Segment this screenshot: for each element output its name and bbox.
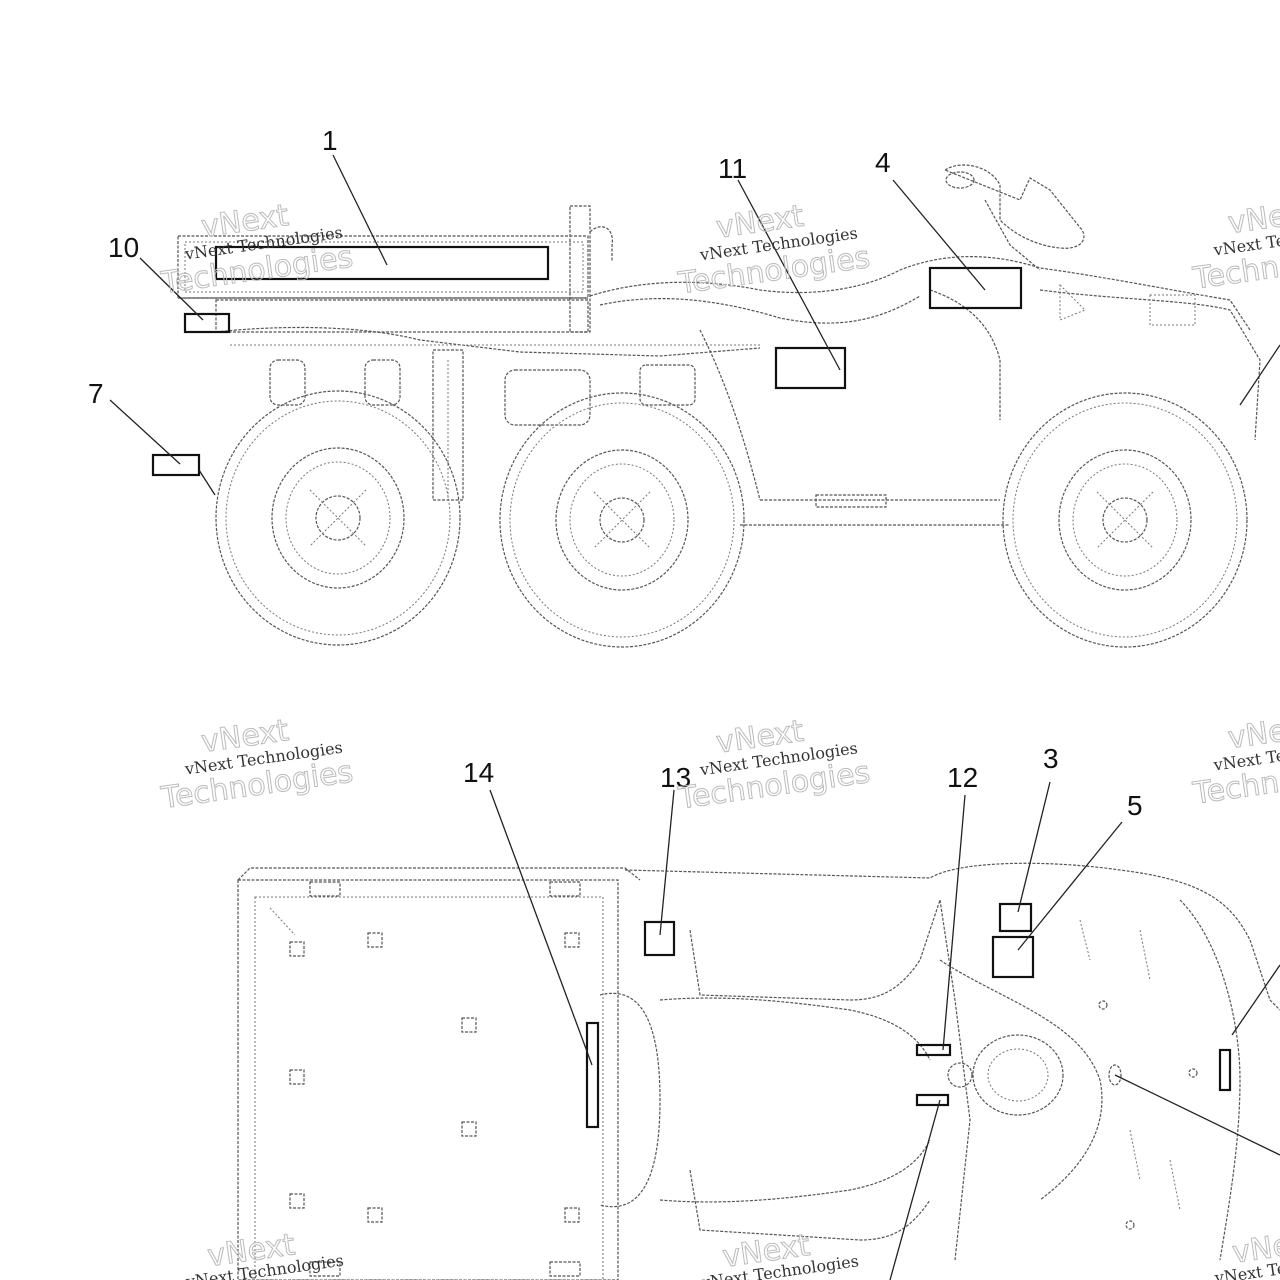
- watermark-top-right: vNext Technologies vNext Technologies: [1190, 194, 1280, 297]
- leader-13: [659, 789, 675, 936]
- engine-components-side: [269, 349, 696, 501]
- leader-3: [1017, 781, 1051, 913]
- leader-7-tail: [198, 469, 216, 496]
- watermark-top-center: vNext Technologies vNext Technologies: [675, 198, 873, 302]
- decal-13-box: [643, 920, 676, 957]
- leader-14: [489, 789, 593, 1066]
- watermark-mid-right: vNext Technologies vNext Technologies: [1190, 709, 1280, 812]
- leader-1: [332, 154, 388, 266]
- handlebar-side: [943, 164, 1085, 271]
- wheel-side-front: [1002, 392, 1248, 648]
- leader-11: [737, 179, 841, 371]
- wheel-side-rear-1: [215, 390, 461, 646]
- frame-side: [215, 256, 1261, 526]
- leader-edge-right-top: [1239, 344, 1280, 406]
- decal-12-box-a: [915, 1043, 952, 1057]
- leader-7: [109, 399, 181, 465]
- watermark-bottom-left: vNext vNext Technologies: [184, 1227, 345, 1280]
- callout-5: 5: [1127, 790, 1143, 821]
- watermark-bottom-right: vNext vNext Technologies: [1213, 1223, 1280, 1280]
- leader-edge-right-low: [1114, 1074, 1280, 1156]
- decal-12-box-b: [915, 1093, 950, 1107]
- top-view-vehicle: [237, 862, 1280, 1280]
- decal-7-box: [151, 453, 201, 477]
- decal-3-box: [998, 902, 1033, 933]
- watermark-mid-left: vNext Technologies vNext Technologies: [158, 713, 356, 817]
- callout-4: 4: [875, 147, 891, 178]
- callout-11: 11: [718, 153, 747, 184]
- leader-12-a: [942, 794, 966, 1051]
- callout-7: 7: [88, 378, 104, 409]
- leader-12-b: [889, 1099, 941, 1280]
- body-top: [599, 862, 1280, 1261]
- callout-10: 10: [108, 232, 139, 263]
- leader-edge-right-mid: [1231, 964, 1280, 1036]
- decal-edge-right-box: [1218, 1048, 1232, 1092]
- wheel-side-rear-2: [499, 392, 745, 648]
- callout-3: 3: [1043, 743, 1059, 774]
- cargo-box-side: [177, 205, 613, 333]
- side-view-vehicle: [177, 164, 1261, 648]
- cargo-bed-top: [237, 867, 641, 1280]
- decal-1-box: [214, 245, 550, 281]
- callout-12: 12: [947, 762, 978, 793]
- watermark-bottom-center: vNext vNext Technologies: [699, 1227, 860, 1280]
- decal-14-box: [585, 1021, 600, 1129]
- callout-1: 1: [322, 125, 338, 156]
- callout-14: 14: [463, 757, 494, 788]
- decal-11-box: [774, 346, 847, 390]
- watermark-mid-center: vNext Technologies vNext Technologies: [675, 713, 873, 817]
- leader-4: [892, 179, 986, 291]
- decal-4-box: [928, 266, 1023, 310]
- leader-10: [139, 257, 204, 321]
- decal-10-box: [183, 312, 231, 334]
- callout-13: 13: [660, 762, 691, 793]
- watermark-top-left: vNext Technologies vNext Technologies: [158, 198, 356, 302]
- decal-5-box: [991, 935, 1035, 979]
- leader-5: [1017, 821, 1123, 951]
